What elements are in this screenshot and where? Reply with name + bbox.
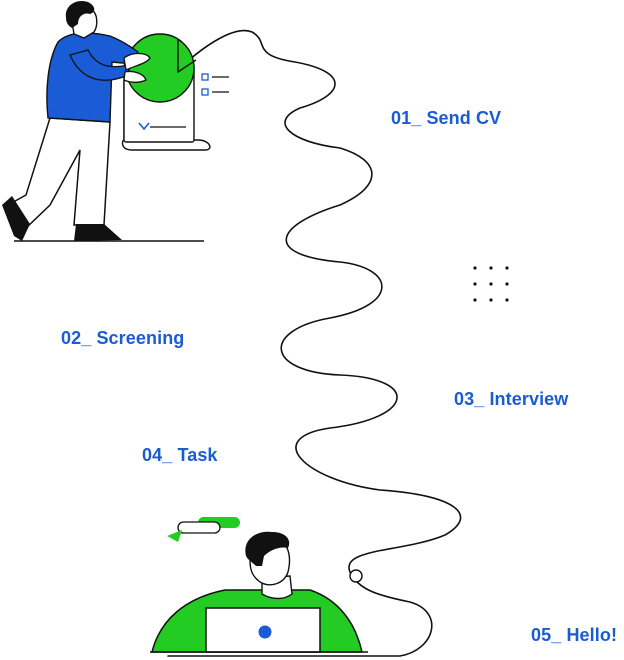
person-at-laptop-illustration	[150, 517, 368, 653]
step-interview: 03_ Interview	[454, 389, 568, 410]
step-hello: 05_ Hello!	[531, 625, 617, 646]
winding-path	[167, 29, 462, 657]
step-screening: 02_ Screening	[61, 328, 184, 349]
step-number: 04_	[142, 445, 173, 465]
step-number: 03_	[454, 389, 485, 409]
step-label: Task	[177, 445, 218, 465]
step-send-cv: 01_ Send CV	[391, 108, 501, 129]
send-icon	[167, 530, 182, 542]
path-end-node	[349, 569, 363, 583]
step-label: Send CV	[426, 108, 502, 128]
person-with-document-illustration	[2, 0, 229, 242]
step-number: 02_	[61, 328, 92, 348]
step-label: Interview	[489, 389, 569, 409]
chat-bubble-outline	[177, 521, 221, 534]
step-label: Hello!	[566, 625, 618, 645]
step-number: 01_	[391, 108, 422, 128]
step-task: 04_ Task	[142, 445, 218, 466]
dot-grid-decoration	[473, 266, 509, 302]
laptop-logo	[258, 625, 272, 639]
step-number: 05_	[531, 625, 562, 645]
step-label: Screening	[96, 328, 185, 348]
